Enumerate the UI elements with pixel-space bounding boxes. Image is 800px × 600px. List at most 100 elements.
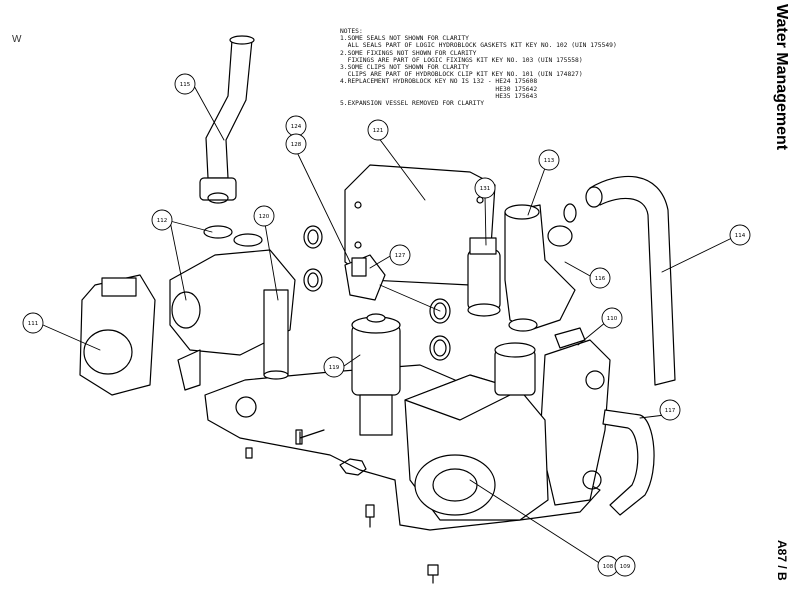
pipe-115 xyxy=(205,39,253,179)
heat-exchanger-port xyxy=(582,470,602,490)
valve-port xyxy=(233,233,263,247)
callout-label: 109 xyxy=(620,564,631,570)
sensor-plug xyxy=(351,257,367,277)
seal-ring xyxy=(307,229,319,245)
callout-label: 110 xyxy=(607,316,618,322)
callout-label: 119 xyxy=(329,365,340,371)
notes-block: NOTES:1.SOME SEALS NOT SHOWN FOR CLARITY… xyxy=(340,28,640,107)
callout-label: 121 xyxy=(373,128,384,134)
leader-120 xyxy=(263,217,279,301)
callout-111: 111 xyxy=(22,312,44,334)
callout-128: 128 xyxy=(285,133,307,155)
fitting-119-ring xyxy=(366,313,386,323)
callout-127: 127 xyxy=(389,244,411,266)
leader-113 xyxy=(527,167,546,216)
screw xyxy=(245,447,253,459)
seal-ring xyxy=(307,272,319,288)
leader-127b xyxy=(379,284,441,312)
backplate-hole xyxy=(354,201,362,209)
notes-line: CLIPS ARE PART OF HYDROBLOCK CLIP KIT KE… xyxy=(340,71,583,79)
pipe-114 xyxy=(589,175,676,386)
seal-ring xyxy=(433,302,447,320)
notes-line: HE35 175643 xyxy=(340,92,538,100)
plate-heat-exchanger xyxy=(539,339,611,506)
screw xyxy=(427,564,439,584)
callout-109: 109 xyxy=(614,555,636,577)
leader-114 xyxy=(661,236,735,273)
callout-label: 124 xyxy=(291,124,302,130)
callout-116: 116 xyxy=(589,267,611,289)
callout-label: 111 xyxy=(28,321,39,327)
manifold-port xyxy=(504,204,540,220)
valve-port xyxy=(171,291,201,329)
callout-label: 120 xyxy=(259,214,270,220)
leader-112 xyxy=(169,220,213,233)
callout-label: 115 xyxy=(180,82,191,88)
callout-label: 114 xyxy=(735,233,746,239)
callout-119: 119 xyxy=(323,356,345,378)
corner-mark: W xyxy=(12,34,22,45)
plate-hole xyxy=(235,396,257,418)
backplate-hole xyxy=(354,241,362,249)
callout-label: 112 xyxy=(157,218,168,224)
callout-117: 117 xyxy=(659,399,681,421)
callout-131: 131 xyxy=(474,177,496,199)
callout-label: 128 xyxy=(291,142,302,148)
leader-119 xyxy=(343,354,361,367)
actuator-face xyxy=(83,329,133,375)
callout-label: 131 xyxy=(480,186,491,192)
leader-131 xyxy=(484,195,487,246)
leader-124 xyxy=(294,147,351,263)
notes-line: 5.EXPANSION VESSEL REMOVED FOR CLARITY xyxy=(340,100,485,108)
pipe-115-nut xyxy=(199,177,237,201)
heat-exchanger-port xyxy=(585,370,605,390)
callout-113: 113 xyxy=(538,149,560,171)
notes-line: 3.SOME CLIPS NOT SHOWN FOR CLARITY xyxy=(340,64,469,72)
seal-ring xyxy=(563,203,577,223)
seal-ring xyxy=(303,268,323,292)
manifold-113 xyxy=(504,204,576,331)
leader-108 xyxy=(469,479,605,567)
callout-label: 116 xyxy=(595,276,606,282)
leader-127 xyxy=(369,254,393,269)
flow-switch-plug xyxy=(469,237,497,255)
leader-115 xyxy=(192,83,225,141)
leader-117 xyxy=(639,414,666,419)
notes-line: HE30 175642 xyxy=(340,85,538,93)
seal-ring xyxy=(429,298,451,324)
screw xyxy=(365,504,375,528)
pump-inlet-top xyxy=(494,342,536,358)
page-reference-text: A87 / B xyxy=(775,540,789,581)
seal-ring xyxy=(303,225,323,249)
callout-label: 127 xyxy=(395,253,406,259)
pipe-117 xyxy=(602,409,655,516)
valve-stem-end xyxy=(263,370,289,380)
callout-112: 112 xyxy=(151,209,173,231)
callout-115: 115 xyxy=(174,73,196,95)
valve-port xyxy=(203,225,233,239)
leader-110 xyxy=(577,321,607,346)
hex-nut xyxy=(339,458,367,476)
notes-line: 1.SOME SEALS NOT SHOWN FOR CLARITY xyxy=(340,35,469,43)
actuator-connector xyxy=(101,277,137,297)
notes-line: 2.SOME FIXINGS NOT SHOWN FOR CLARITY xyxy=(340,49,477,57)
section-title: Water Management xyxy=(772,4,790,224)
manifold-port xyxy=(508,318,538,332)
leader-116 xyxy=(564,261,593,278)
callout-121: 121 xyxy=(367,119,389,141)
leader-111 xyxy=(42,324,101,351)
notes-line: ALL SEALS PART OF LOGIC HYDROBLOCK GASKE… xyxy=(340,42,617,50)
pipe-115-top xyxy=(229,35,255,45)
flow-switch xyxy=(467,249,501,311)
callout-label: 108 xyxy=(603,564,614,570)
valve-stem xyxy=(263,289,289,376)
screw xyxy=(295,429,325,445)
notes-heading: NOTES: xyxy=(340,28,363,35)
notes-line: 4.REPLACEMENT HYDROBLOCK KEY NO IS 132 -… xyxy=(340,78,538,86)
manifold-port xyxy=(547,225,573,247)
leader-112 xyxy=(169,220,187,301)
flow-switch-base xyxy=(467,303,501,317)
fitting-119 xyxy=(351,324,401,396)
section-title-text: Water Management xyxy=(773,4,790,151)
